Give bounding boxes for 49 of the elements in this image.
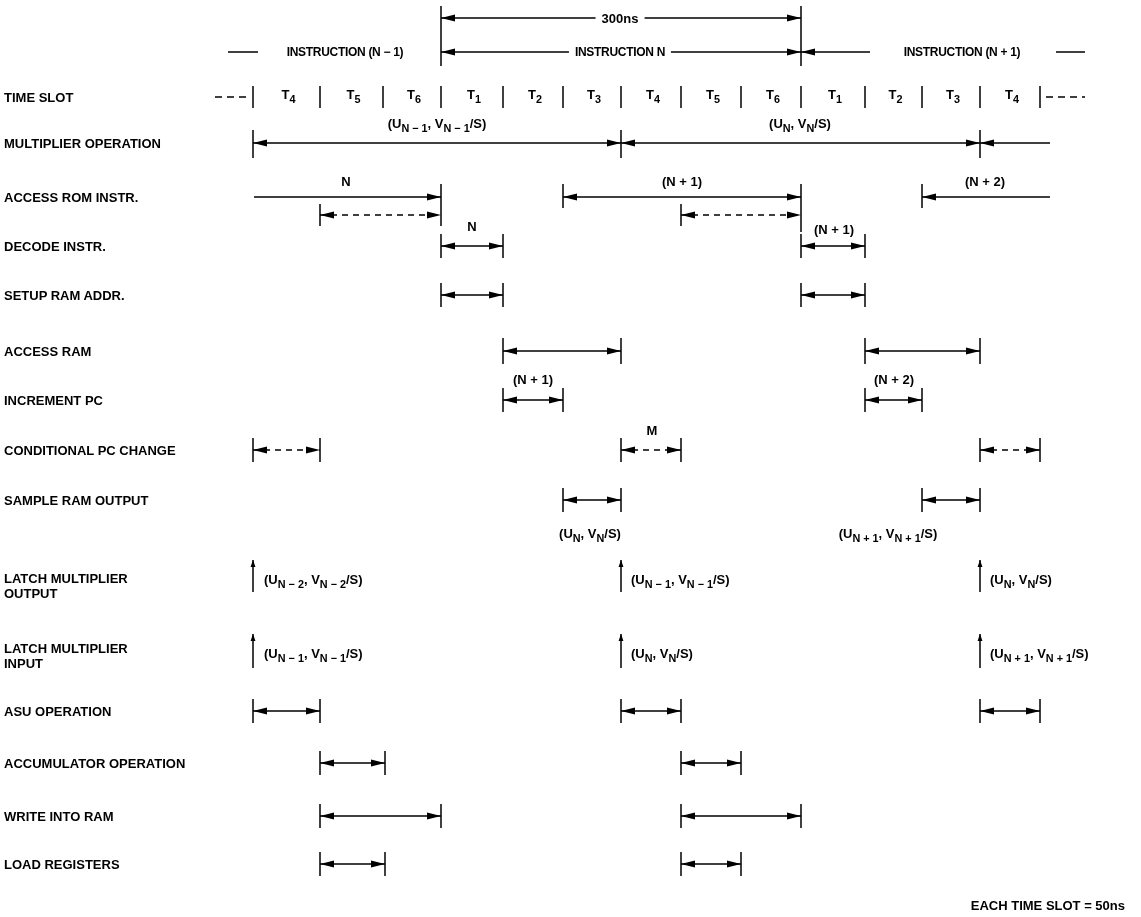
slot-label: T$_{5}$ <box>706 87 720 107</box>
value-label: (U$_{N}$, V$_{N}$/S) <box>559 526 621 546</box>
row-label: SETUP RAM ADDR. <box>4 287 125 303</box>
interval-label: (N + 1) <box>512 371 554 387</box>
row-label: MULTIPLIER OPERATION <box>4 135 161 151</box>
row-label: LOAD REGISTERS <box>4 856 120 872</box>
slot-label: T$_{2}$ <box>888 87 903 107</box>
slot-label: T$_{1}$ <box>467 87 481 107</box>
row-label: LATCH MULTIPLIER INPUT <box>4 641 129 671</box>
value-label: (U$_{N}$, V$_{N}$/S) <box>990 572 1052 592</box>
value-label: (U$_{N + 1}$, V$_{N + 1}$/S) <box>838 526 938 546</box>
interval-label: N <box>341 173 351 189</box>
instruction-label: INSTRUCTION (N + 1) <box>903 44 1021 60</box>
value-label: (U$_{N − 2}$, V$_{N − 2}$/S) <box>264 572 363 592</box>
interval-label: N <box>467 218 477 234</box>
row-label: ACCESS ROM INSTR. <box>4 189 139 205</box>
interval-label: M <box>646 422 658 438</box>
slot-label: T$_{6}$ <box>407 87 421 107</box>
instruction-label: INSTRUCTION (N − 1) <box>286 44 404 60</box>
row-label: SAMPLE RAM OUTPUT <box>4 492 149 508</box>
value-label: (U$_{N}$, V$_{N}$/S) <box>631 646 693 666</box>
slot-label: T$_{5}$ <box>346 87 361 107</box>
row-label: CONDITIONAL PC CHANGE <box>4 442 176 458</box>
slot-label: T$_{3}$ <box>587 87 601 107</box>
row-label: ACCESS RAM <box>4 343 92 359</box>
slot-label: T$_{4}$ <box>646 87 660 107</box>
value-label: (U$_{N + 1}$, V$_{N + 1}$/S) <box>990 646 1089 666</box>
row-label: DECODE INSTR. <box>4 238 106 254</box>
row-label: LATCH MULTIPLIER OUTPUT <box>4 571 129 601</box>
note: EACH TIME SLOT = 50ns <box>970 897 1125 913</box>
slot-label: T$_{1}$ <box>828 87 842 107</box>
row-label: ACCUMULATOR OPERATION <box>4 755 186 771</box>
interval-label: (N + 1) <box>813 221 855 237</box>
slot-label: T$_{4}$ <box>1005 87 1019 107</box>
row-label: TIME SLOT <box>4 89 74 105</box>
value-label: (U$_{N − 1}$, V$_{N − 1}$/S) <box>631 572 730 592</box>
interval-label: (N + 2) <box>873 371 915 387</box>
slot-label: T$_{3}$ <box>946 87 960 107</box>
value-label: (U$_{N}$, V$_{N}$/S) <box>769 116 831 136</box>
slot-label: T$_{4}$ <box>281 87 296 107</box>
slot-label: T$_{2}$ <box>528 87 542 107</box>
interval-label: (N + 1) <box>661 173 703 189</box>
row-label: WRITE INTO RAM <box>4 808 114 824</box>
row-label: INCREMENT PC <box>4 392 103 408</box>
row-label: ASU OPERATION <box>4 703 112 719</box>
interval-label: (N + 2) <box>964 173 1006 189</box>
slot-label: T$_{6}$ <box>766 87 780 107</box>
value-label: (U$_{N − 1}$, V$_{N − 1}$/S) <box>264 646 363 666</box>
value-label: (U$_{N − 1}$, V$_{N − 1}$/S) <box>387 116 487 136</box>
